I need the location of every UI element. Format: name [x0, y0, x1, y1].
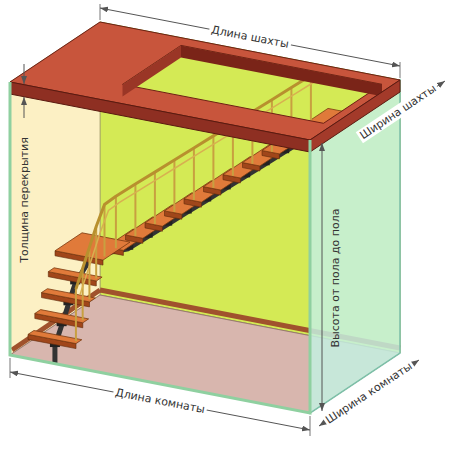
dimension-label: Длина шахты: [208, 23, 292, 51]
extension-line: [310, 416, 311, 436]
railing-post: [82, 268, 84, 320]
stair-tread: [42, 289, 96, 302]
front-frame: [10, 82, 310, 413]
dimension-line: [24, 97, 25, 118]
shaft-edge: [181, 45, 382, 96]
railing-post: [104, 205, 106, 257]
extension-line: [100, 4, 101, 20]
ceiling-beam: [10, 82, 310, 152]
railing-post: [75, 289, 77, 341]
stair-stringer: [55, 128, 323, 346]
extension-line: [10, 358, 11, 378]
stair-tread: [48, 268, 102, 281]
dimension-line: [10, 372, 310, 430]
stair-tread: [35, 310, 89, 323]
stair-support: [52, 346, 57, 364]
dimension-line: [100, 8, 400, 66]
dimension-line: [322, 143, 323, 411]
dimension-label: Ширина шахты: [356, 81, 440, 143]
stair-tread: [28, 331, 82, 344]
railing-post: [88, 247, 90, 299]
dimension-line: [24, 64, 25, 84]
extension-line: [400, 62, 401, 78]
railing-post: [95, 226, 97, 278]
dimension-label: Длина комнаты: [112, 386, 208, 417]
dimension-label: Высота от пола до пола: [329, 206, 342, 349]
dimension-label: Толщина перекрытия: [18, 135, 31, 265]
shaft-edge: [123, 45, 182, 96]
dimension-label: Ширина комнаты: [322, 358, 417, 427]
